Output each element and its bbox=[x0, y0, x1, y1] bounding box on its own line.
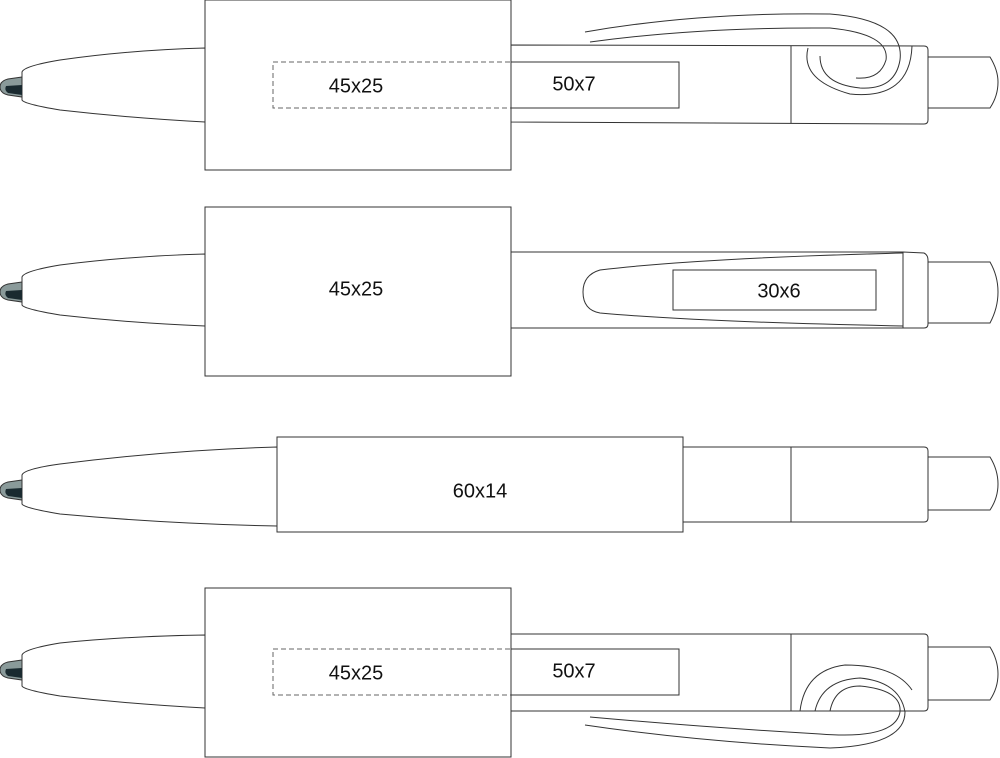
pen-1-label-50x7: 50x7 bbox=[552, 73, 595, 95]
pen-1-area-45x25 bbox=[272, 61, 512, 109]
pen-3-nose bbox=[21, 446, 278, 527]
pen-1-plunger bbox=[927, 56, 999, 109]
pen-2-box bbox=[204, 206, 512, 377]
pen-4: 45x25 50x7 bbox=[0, 587, 999, 758]
pen-4-label-45x25: 45x25 bbox=[329, 662, 384, 684]
pen-4-area-50x7 bbox=[510, 648, 680, 696]
pen-1-barrel bbox=[510, 44, 929, 125]
pen-3-tip-icon bbox=[0, 479, 23, 501]
pen-4-tip-icon bbox=[0, 659, 23, 681]
pen-3-plunger bbox=[927, 456, 999, 511]
pen-3-label-60x14: 60x14 bbox=[453, 480, 508, 502]
pen-3-barrel bbox=[682, 446, 929, 523]
pen-4-area-45x25 bbox=[272, 648, 512, 696]
pen-4-plunger bbox=[927, 646, 999, 701]
pen-4-nose bbox=[21, 634, 206, 709]
pen-4-label-50x7: 50x7 bbox=[552, 660, 595, 682]
pen-2-nose bbox=[21, 253, 206, 327]
pen-2-area-30x6 bbox=[672, 269, 877, 311]
pen-2-ring bbox=[902, 251, 929, 329]
pen-3: 60x14 bbox=[0, 436, 999, 533]
pen-4-clip bbox=[584, 664, 913, 749]
pen-2-plunger bbox=[927, 261, 999, 324]
pen-2-label-45x25: 45x25 bbox=[329, 278, 384, 300]
pen-1-clip bbox=[584, 13, 913, 96]
pen-1-label-45x25: 45x25 bbox=[329, 75, 384, 97]
pen-2-barrel bbox=[510, 251, 904, 329]
pen-1-area-50x7 bbox=[510, 61, 680, 109]
pen-1-nose bbox=[21, 47, 206, 123]
pen-2-tip-icon bbox=[0, 281, 23, 303]
pen-3-box-60x14 bbox=[276, 436, 684, 533]
pen-1: 45x25 50x7 bbox=[0, 0, 999, 171]
pen-2-clip bbox=[582, 252, 904, 327]
pen-4-barrel bbox=[510, 633, 929, 712]
pen-2-label-30x6: 30x6 bbox=[757, 280, 800, 302]
pen-2: 45x25 30x6 bbox=[0, 206, 999, 377]
pen-1-tip-icon bbox=[0, 76, 23, 98]
